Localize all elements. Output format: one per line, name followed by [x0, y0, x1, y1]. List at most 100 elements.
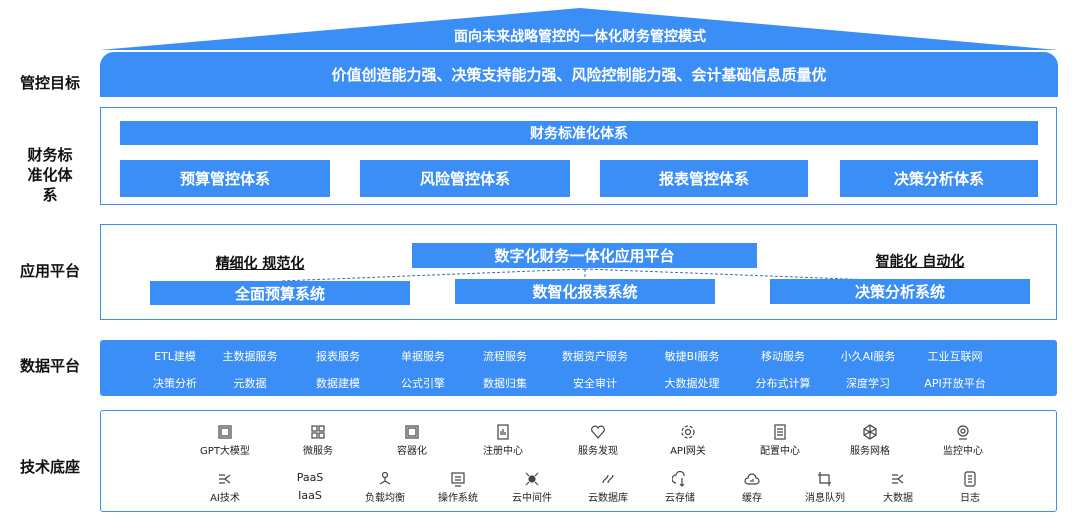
tech-item: API网关	[653, 424, 723, 457]
standard-item: 决策分析体系	[840, 160, 1038, 197]
data-service: 公式引擎	[401, 377, 445, 390]
app-system: 数智化报表系统	[455, 279, 715, 304]
data-service: 报表服务	[316, 350, 360, 363]
data-service: 小久AI服务	[840, 350, 896, 363]
data-service: 数据资产服务	[562, 350, 628, 363]
cfg-icon	[745, 424, 815, 440]
tech-item: 操作系统	[423, 471, 493, 504]
tech-label: 微服务	[303, 446, 333, 457]
tech-item: 消息队列	[790, 471, 860, 504]
data-service: 分布式计算	[755, 377, 811, 390]
label-app: 应用平台	[19, 262, 80, 280]
label-data: 数据平台	[19, 357, 80, 375]
store-icon	[645, 471, 715, 487]
tech-frame	[100, 410, 1057, 512]
heart-icon	[563, 424, 633, 440]
data-service: 单据服务	[401, 350, 445, 363]
cache-icon	[717, 471, 787, 487]
label-tech: 技术底座	[19, 458, 80, 476]
os-icon	[423, 471, 493, 487]
app-system: 决策分析系统	[770, 279, 1030, 304]
data-service: 工业互联网	[927, 350, 983, 363]
data-service: 主数据服务	[222, 350, 278, 363]
log-icon	[935, 471, 1005, 487]
tech-label: API网关	[670, 446, 706, 457]
data-platform	[100, 340, 1057, 396]
tech-label: 云存储	[665, 493, 695, 504]
tech-label: GPT大模型	[200, 446, 250, 457]
data-service: 移动服务	[761, 350, 805, 363]
tech-label: 缓存	[742, 493, 762, 504]
tech-item: 云存储	[645, 471, 715, 504]
app-system: 全面预算系统	[150, 281, 410, 305]
tech-label: 容器化	[397, 446, 427, 457]
mesh-icon	[835, 424, 905, 440]
data-service: API开放平台	[924, 377, 986, 390]
tech-label: 服务发现	[578, 446, 618, 457]
db-icon	[573, 471, 643, 487]
data-service: 大数据处理	[664, 377, 720, 390]
tech-item: PaaS IaaS	[275, 471, 345, 502]
data-service: 流程服务	[483, 350, 527, 363]
standard-item: 预算管控体系	[120, 160, 330, 197]
tech-item: AI技术	[190, 471, 260, 504]
data-service: 敏捷BI服务	[664, 350, 720, 363]
paas-label: PaaS	[296, 471, 324, 484]
chip-icon	[190, 424, 260, 440]
label-standard: 财务标准化体系	[27, 146, 73, 204]
tech-label: 注册中心	[483, 446, 523, 457]
tech-item: 负载均衡	[350, 471, 420, 504]
tech-item: 配置中心	[745, 424, 815, 457]
ai-icon	[863, 471, 933, 487]
tech-label: 大数据	[883, 493, 913, 504]
tech-item: 云中间件	[497, 471, 567, 504]
tech-item: 服务网格	[835, 424, 905, 457]
data-service: 深度学习	[846, 377, 890, 390]
tech-label: 消息队列	[805, 493, 845, 504]
cam-icon	[928, 424, 998, 440]
tech-label: 配置中心	[760, 446, 800, 457]
roof-shape	[100, 8, 1058, 50]
data-service: 元数据	[233, 377, 267, 390]
data-service: ETL建模	[154, 350, 196, 363]
lb-icon	[350, 471, 420, 487]
standard-item: 风险管控体系	[360, 160, 570, 197]
tech-item: 大数据	[863, 471, 933, 504]
tech-label: 监控中心	[943, 446, 983, 457]
tech-item: 微服务	[283, 424, 353, 457]
tech-item: 注册中心	[468, 424, 538, 457]
label-goal: 管控目标	[19, 74, 80, 92]
tech-label: 日志	[960, 493, 980, 504]
tech-item: 容器化	[377, 424, 447, 457]
mid-icon	[497, 471, 567, 487]
tech-label: 云数据库	[588, 493, 628, 504]
data-service: 决策分析	[153, 377, 197, 390]
tech-label: 负载均衡	[365, 493, 405, 504]
tech-item: 服务发现	[563, 424, 633, 457]
tech-item: 缓存	[717, 471, 787, 504]
standard-title: 财务标准化体系	[120, 121, 1038, 145]
chip-icon	[377, 424, 447, 440]
grid-icon	[283, 424, 353, 440]
data-service: 安全审计	[573, 377, 617, 390]
standard-frame	[100, 107, 1057, 205]
data-service: 数据归集	[483, 377, 527, 390]
bar-icon	[468, 424, 538, 440]
tech-item: 日志	[935, 471, 1005, 504]
goal-band: 价值创造能力强、决策支持能力强、风险控制能力强、会计基础信息质量优	[100, 52, 1058, 97]
iaas-label: IaaS	[298, 489, 322, 502]
api-icon	[653, 424, 723, 440]
tech-item: 监控中心	[928, 424, 998, 457]
tech-label: AI技术	[210, 493, 240, 504]
data-service: 数据建模	[316, 377, 360, 390]
tech-label: 服务网格	[850, 446, 890, 457]
ai-icon	[190, 471, 260, 487]
roof-title: 面向未来战略管控的一体化财务管控模式	[454, 29, 706, 45]
app-center: 数字化财务一体化应用平台	[412, 243, 757, 268]
queue-icon	[790, 471, 860, 487]
tech-item: 云数据库	[573, 471, 643, 504]
app-right-tag: 智能化 自动化	[875, 254, 965, 270]
tech-item: GPT大模型	[190, 424, 260, 457]
app-frame	[100, 224, 1057, 320]
app-left-tag: 精细化 规范化	[215, 256, 305, 272]
